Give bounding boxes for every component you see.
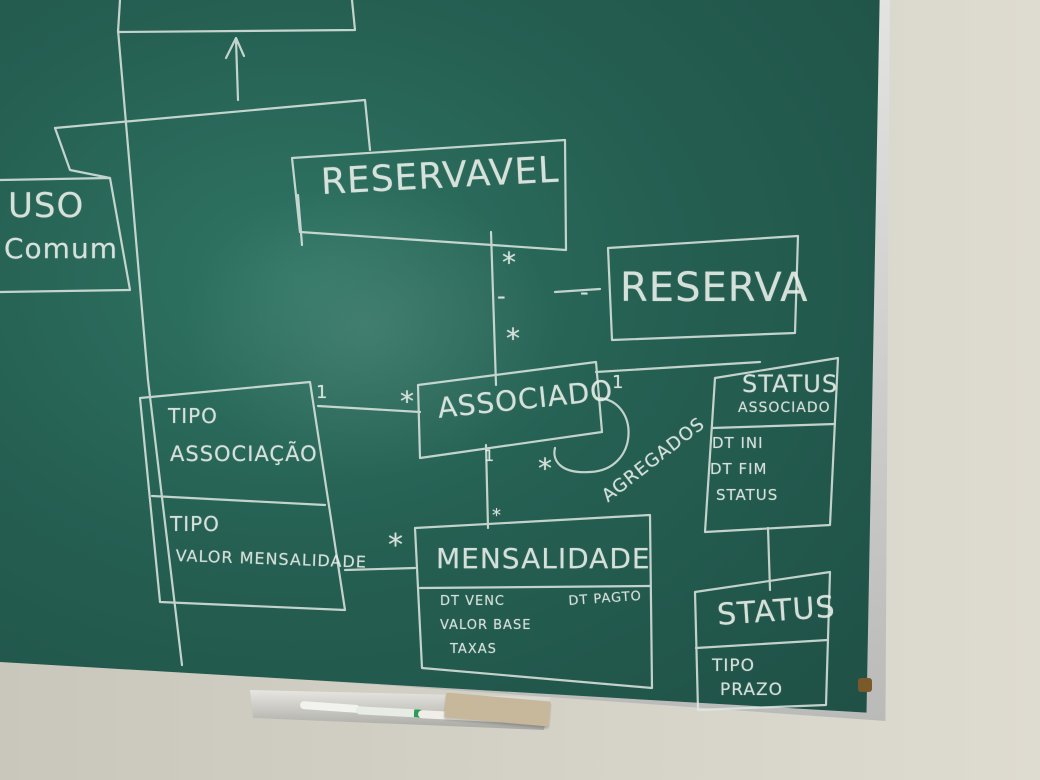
wall-hook	[858, 678, 872, 692]
uso-comum-box	[0, 126, 132, 294]
mensalidade-attr-3: TAXAS	[450, 642, 497, 657]
tipo-associacao-line1: TIPO	[168, 404, 218, 428]
status-divider	[694, 638, 830, 650]
uso-label: USO	[8, 186, 85, 226]
multiplicity-star-agg: *	[538, 452, 553, 485]
reservavel-associado-line	[489, 230, 498, 387]
mensalidade-attr-2: VALOR BASE	[440, 618, 532, 633]
mensalidade-box	[413, 513, 654, 690]
tipo-associacao-line2: ASSOCIAÇÃO	[170, 442, 318, 466]
agregados-loop	[553, 396, 630, 474]
reserva-box	[606, 234, 800, 342]
assoc-mens-line	[484, 443, 490, 530]
tipo-valor-line1: TIPO	[170, 512, 220, 536]
mensalidade-divider	[418, 584, 652, 590]
mensalidade-label: MENSALIDADE	[436, 542, 651, 575]
status-associado-box	[703, 356, 840, 534]
generalization-arrow	[224, 36, 246, 102]
comum-label: Comum	[4, 232, 118, 265]
status-associado-line1: STATUS	[742, 370, 839, 398]
status-link-line	[766, 526, 772, 592]
status-associado-attr-1: DT INI	[712, 434, 764, 452]
reservavel-inner-line	[296, 193, 304, 247]
left-vertical-line	[116, 28, 184, 667]
status-associado-attr-3: STATUS	[716, 486, 779, 504]
assoc-tipo-line	[316, 404, 422, 414]
status-associado-divider	[710, 422, 837, 430]
status-attr-1: TIPO	[712, 656, 756, 676]
status-box	[693, 570, 832, 712]
assoc-status-line	[594, 360, 762, 374]
multiplicity-star-mens: *	[492, 505, 502, 526]
multiplicity-star-2: *	[506, 322, 521, 355]
multiplicity-dash-2: -	[580, 278, 590, 306]
board-glare	[180, 180, 560, 480]
multiplicity-one-agg: 1	[612, 372, 625, 393]
mensalidade-attr-1: DT VENC	[440, 594, 505, 609]
reservavel-box	[290, 138, 568, 252]
multiplicity-one-mens: 1	[484, 446, 496, 465]
associado-box	[416, 360, 604, 460]
reserva-dash-line	[553, 287, 602, 294]
tipovalor-mens-line	[343, 566, 417, 572]
multiplicity-star-left: *	[388, 528, 404, 563]
multiplicity-star-assoc: *	[400, 385, 415, 418]
tipo-box	[138, 380, 347, 612]
generalization-bar	[53, 98, 372, 152]
tipo-divider	[150, 494, 327, 507]
status-associado-line2: ASSOCIADO	[738, 400, 831, 416]
multiplicity-one-tipo: 1	[316, 382, 329, 403]
multiplicity-star-1: *	[502, 246, 517, 279]
top-class-box	[116, 0, 357, 34]
status-attr-2: PRAZO	[720, 680, 784, 700]
status-associado-attr-2: DT FIM	[710, 460, 768, 478]
reserva-label: RESERVA	[620, 265, 809, 311]
multiplicity-dash-1: -	[497, 282, 507, 310]
